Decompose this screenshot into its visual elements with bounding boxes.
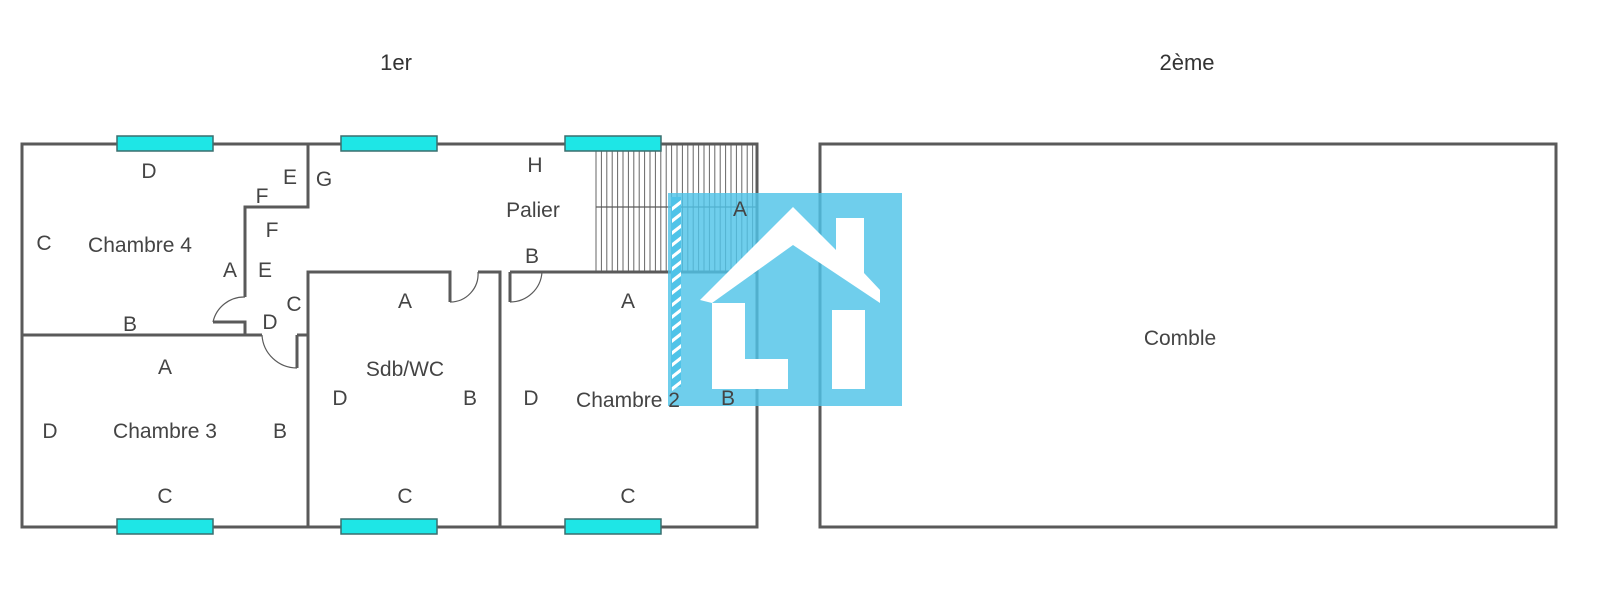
wall-label: C: [620, 485, 635, 508]
stripe: [672, 248, 681, 259]
wall-label: C: [397, 485, 412, 508]
wall-label: A: [223, 259, 237, 282]
stripe: [672, 284, 681, 295]
wall-label: E: [258, 259, 272, 282]
stripe: [672, 236, 681, 247]
wall-label: B: [273, 420, 287, 443]
wall-label: C: [286, 293, 301, 316]
floor-title-2eme: 2ème: [1159, 50, 1214, 75]
stripe: [672, 332, 681, 343]
room-label-chambre3: Chambre 3: [113, 420, 217, 443]
wall-label: B: [525, 245, 539, 268]
window: [116, 135, 214, 152]
wall-label: D: [42, 420, 57, 443]
wall-label: D: [523, 387, 538, 410]
wall-label: B: [123, 313, 137, 336]
floor-title-1er: 1er: [380, 50, 412, 75]
wall-label: F: [256, 185, 269, 208]
wall-label: D: [141, 160, 156, 183]
stripe: [672, 308, 681, 319]
stripe: [672, 224, 681, 235]
stripe: [672, 356, 681, 367]
wall-label: B: [721, 387, 735, 410]
stripe: [672, 212, 681, 223]
window: [116, 518, 214, 535]
stripe: [672, 344, 681, 355]
room-label-comble: Comble: [1144, 327, 1216, 350]
wall-label: E: [283, 166, 297, 189]
wall-label: D: [332, 387, 347, 410]
stripe: [672, 272, 681, 283]
windows: [116, 135, 662, 535]
wall-label: F: [266, 219, 279, 242]
wall-label: A: [733, 198, 747, 221]
wall-label: A: [621, 290, 635, 313]
stripe: [672, 296, 681, 307]
house-icon: [700, 207, 880, 303]
wall-label: B: [463, 387, 477, 410]
window: [564, 518, 662, 535]
room-label-sdb: Sdb/WC: [366, 358, 444, 381]
room-label-palier: Palier: [506, 199, 560, 222]
stripe: [672, 368, 681, 379]
wall-label: G: [316, 168, 332, 191]
wall-label: C: [157, 485, 172, 508]
wall-label: H: [527, 154, 542, 177]
wall-label: C: [36, 232, 51, 255]
window: [564, 135, 662, 152]
stripe: [672, 380, 681, 391]
wall-labels: D C B A E F G F E C D A D B C A D B C H …: [36, 154, 747, 508]
window: [340, 135, 438, 152]
watermark-logo: [668, 193, 902, 406]
stripe: [672, 320, 681, 331]
wall-label: A: [158, 356, 172, 379]
stripe: [672, 200, 681, 211]
room-label-chambre2: Chambre 2: [576, 389, 680, 412]
wall-label: A: [398, 290, 412, 313]
stripe: [672, 260, 681, 271]
stripe-bar: [671, 197, 681, 391]
window: [340, 518, 438, 535]
room-label-chambre4: Chambre 4: [88, 234, 192, 257]
wall-label: D: [262, 311, 277, 334]
